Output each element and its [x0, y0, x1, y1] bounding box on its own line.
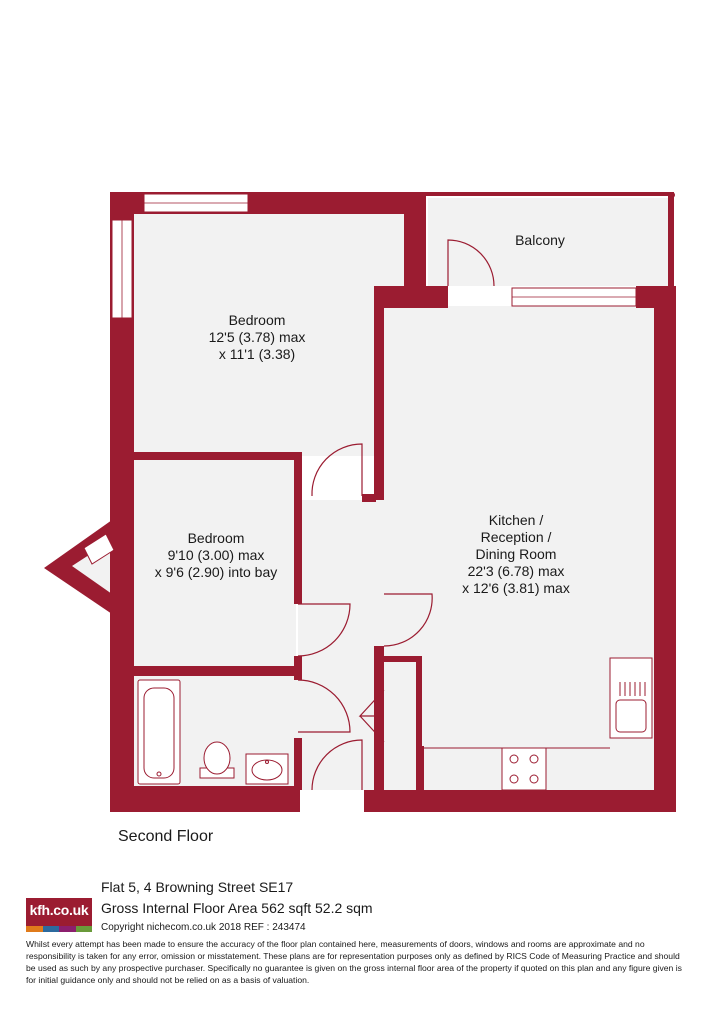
balcony-name: Balcony [515, 232, 565, 248]
room-floors [60, 198, 670, 790]
bedroom-2-dim1: 9'10 (3.00) max [167, 547, 265, 563]
wall-kitchen-left-upper [374, 286, 384, 500]
floor-label: Second Floor [118, 828, 214, 845]
bedroom-1-dim1: 12'5 (3.78) max [208, 329, 306, 345]
hallway-floor [298, 500, 380, 790]
bedroom-2-dim2: x 9'6 (2.90) into bay [154, 564, 278, 580]
wall-bed1-bottom-right [362, 494, 376, 502]
wall-utility-right [416, 656, 422, 792]
bedroom-1-floor [132, 212, 404, 456]
door-entrance [311, 739, 363, 791]
wall-kitchen-counter-edge [420, 746, 424, 792]
floor-plan [44, 192, 676, 812]
balcony-corner-post [669, 192, 675, 198]
kitchen-label: Kitchen / Reception / Dining Room 22'3 (… [430, 512, 602, 597]
kfh-logo[interactable]: kfh.co.uk [26, 898, 92, 932]
door-balcony [447, 239, 495, 287]
wall-balcony-right [668, 192, 674, 288]
wall-right [654, 286, 676, 812]
kitchen-line3: Dining Room [475, 546, 557, 562]
bedroom-2-name: Bedroom [187, 530, 245, 546]
bedroom-2-label: Bedroom 9'10 (3.00) max x 9'6 (2.90) int… [132, 530, 300, 581]
balcony-floor [428, 198, 670, 286]
property-floor-area: Gross Internal Floor Area 562 sqft 52.2 … [101, 900, 373, 916]
wall-balcony-base-right [636, 286, 676, 308]
kitchen-line1: Kitchen / [488, 512, 544, 528]
wall-balcony-base [374, 286, 448, 308]
property-copyright: Copyright nichecom.co.uk 2018 REF : 2434… [101, 922, 306, 933]
wall-utility-top [384, 656, 420, 662]
door-bathroom [297, 679, 351, 733]
wall-bath-right [294, 738, 302, 790]
door-bed2 [297, 603, 351, 657]
window-bay [83, 533, 115, 565]
hob [501, 747, 547, 791]
wall-bed1-bottom [132, 452, 302, 460]
wall-bed2-right [294, 452, 302, 604]
bedroom-1-dim2: x 11'1 (3.38) [218, 346, 296, 362]
logo-strip-1 [26, 926, 43, 932]
logo-strip-2 [42, 926, 59, 932]
wall-bed2-bottom [132, 666, 302, 676]
property-address: Flat 5, 4 Browning Street SE17 [101, 879, 294, 895]
door-swings [297, 239, 495, 791]
door-bed1 [311, 443, 363, 497]
logo-strip-3 [59, 926, 76, 932]
wall-top-right-rail [426, 192, 674, 196]
windows [83, 193, 637, 565]
logo-color-strip [26, 926, 92, 932]
door-kitchen [383, 593, 433, 647]
logo-strip-4 [75, 926, 92, 932]
utility-floor [384, 660, 420, 790]
kitchen-dim1: 22'3 (6.78) max [467, 563, 565, 579]
kitchen-line2: Reception / [480, 529, 552, 545]
door-cupboard-lower [359, 715, 385, 743]
logo-text: kfh.co.uk [29, 902, 89, 918]
balcony-label: Balcony [490, 232, 590, 249]
wall-balcony-left [404, 212, 426, 294]
wall-bottom-left [110, 786, 300, 812]
bedroom-1-label: Bedroom 12'5 (3.78) max x 11'1 (3.38) [172, 312, 342, 363]
wall-kitchen-left-lower [374, 646, 384, 790]
kitchen-dim2: x 12'6 (3.81) max [462, 580, 570, 596]
bedroom-1-name: Bedroom [228, 312, 286, 328]
disclaimer-text: Whilst every attempt has been made to en… [26, 939, 682, 985]
bedroom-2-floor [132, 460, 296, 666]
wall-bottom-right [364, 790, 676, 812]
fixtures [137, 657, 653, 791]
